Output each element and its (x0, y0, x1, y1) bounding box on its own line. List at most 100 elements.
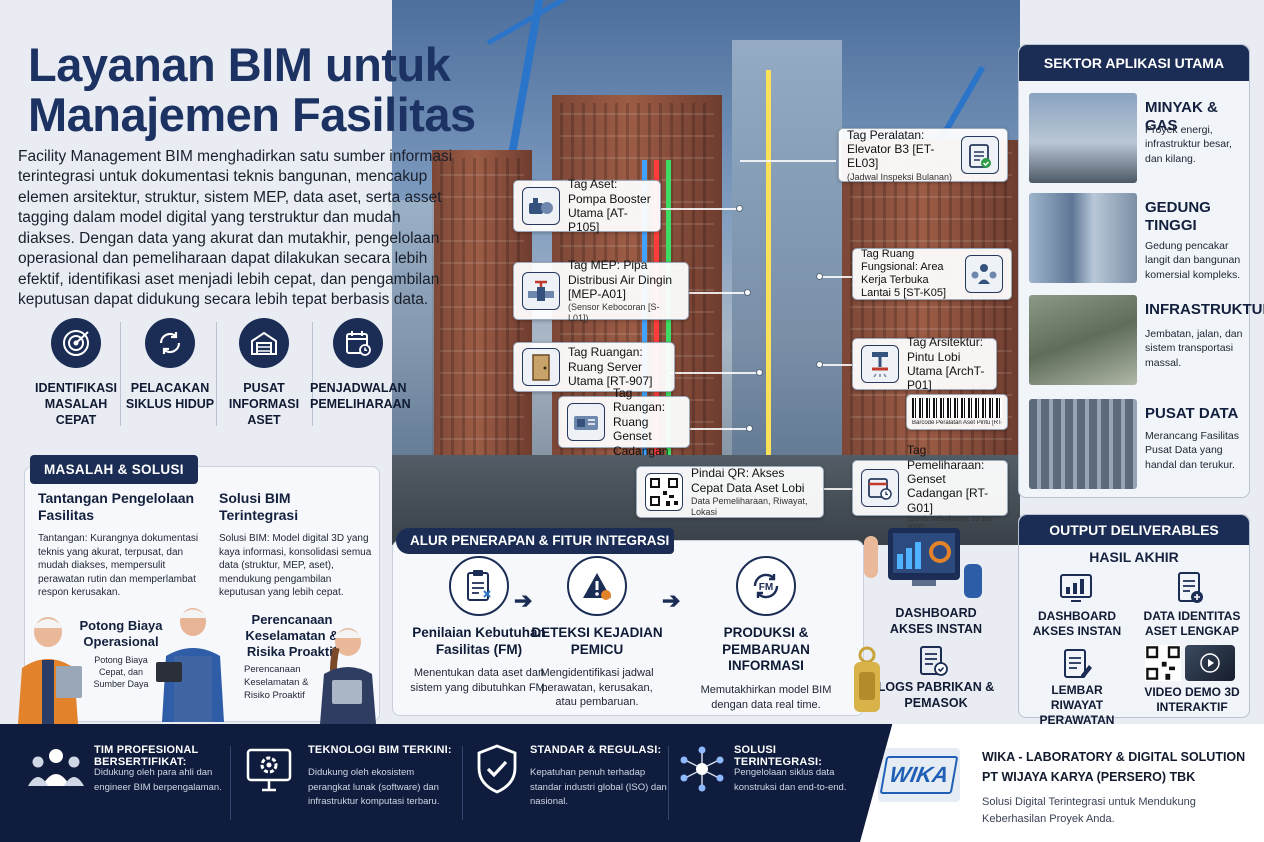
cost-title: Potong Biaya Operasional (79, 618, 163, 649)
video-play-icon[interactable] (1185, 645, 1235, 681)
architecture-tag-door[interactable]: Tag Arsitektur: Pintu Lobi Utama [ArchT-… (852, 335, 997, 393)
feature-label: PENJADWALAN PEMELIHARAAN (310, 381, 411, 411)
skyscraper-image (1029, 193, 1137, 283)
tag-fob-icon (850, 646, 884, 719)
challenge-title: Tantangan Pengelolaan Fasilitas (38, 490, 195, 524)
generator-icon (567, 403, 605, 441)
team-icon (965, 255, 1003, 293)
footer-item-team: TIM PROFESIONAL BERSERTIFIKAT: Didukung … (28, 724, 224, 842)
flow-step-assessment: Penilaian Kebutuhan Fasilitas (FM) Menen… (398, 556, 560, 695)
sector-name: MINYAK & GAS (1145, 99, 1218, 134)
dashboard-illustration (864, 528, 982, 598)
tag-text: Tag MEP: Pipa Distribusi Air Dingin [MEP… (568, 258, 673, 324)
tag-text: Tag Ruang Fungsional: Area Kerja Terbuka… (861, 247, 946, 300)
sector-desc: Jembatan, jalan, dan sistem transportasi… (1145, 328, 1243, 369)
step-text: Menentukan data aset dan sistem yang dib… (410, 667, 548, 694)
brand-block: WIKA WIKA - LABORATORY & DIGITAL SOLUTIO… (860, 724, 1264, 842)
engineer-illustration-right (320, 628, 376, 724)
history-sheet-icon (1061, 647, 1093, 686)
data-center-image (1029, 399, 1137, 489)
engineer-illustration-left (18, 617, 82, 724)
fm-label: FM (759, 582, 773, 593)
valve-icon (522, 272, 560, 310)
room-tag-genset[interactable]: Tag Ruangan: Ruang Genset Cadangan (558, 386, 690, 458)
target-icon (51, 318, 101, 368)
shield-check-icon (477, 744, 517, 794)
step-text: Mengidentifikasi jadwal perawatan, kerus… (540, 667, 654, 709)
footer-item-integrated: SOLUSI TERINTEGRASI: Pengelolaan siklus … (680, 724, 860, 842)
step-text: Memutakhirkan model BIM dengan data real… (700, 684, 832, 711)
logs-label: LOGS PABRIKAN & PEMASOK (877, 680, 995, 710)
arrow-right-icon: ➔ (514, 588, 533, 613)
cost-text: Potong Biaya Cepat, dan Sumber Daya (93, 655, 149, 690)
sector-infrastructure: INFRASTRUKTUR Jembatan, jalan, dan siste… (1029, 295, 1264, 393)
footer-title: TEKNOLOGI BIM TERKINI: (308, 744, 452, 756)
footer-item-technology: TEKNOLOGI BIM TERKINI: Didukung oleh eko… (246, 724, 456, 842)
brand-line2: PT WIJAYA KARYA (PERSERO) TBK (982, 770, 1196, 784)
dashboard-chart-icon (1059, 573, 1093, 608)
sectors-panel: SEKTOR APLIKASI UTAMA MINYAK & GAS Proye… (1018, 44, 1264, 498)
challenge-text: Tantangan: Kurangnya dokumentasi teknis … (38, 533, 199, 599)
step-title: PRODUKSI & PEMBARUAN INFORMASI (722, 625, 810, 674)
clipboard-icon (449, 556, 509, 616)
sector-name: GEDUNG TINGGI (1145, 199, 1211, 234)
problem-solution-tag: MASALAH & SOLUSI (30, 455, 198, 484)
refinery-image (1029, 93, 1137, 183)
mep-tag-pipe[interactable]: Tag MEP: Pipa Distribusi Air Dingin [MEP… (513, 258, 689, 323)
pump-icon (522, 187, 560, 225)
maintenance-tag-genset[interactable]: Tag Pemeliharaan: Genset Cadangan [RT-G0… (852, 443, 1008, 531)
sector-desc: Proyek energi, infrastruktur besar, dan … (1145, 124, 1232, 165)
sector-desc: Gedung pencakar langit dan bangunan kome… (1145, 240, 1241, 281)
output-item: DATA IDENTITAS ASET LENGKAP (1143, 609, 1241, 638)
bridge-image (1029, 295, 1137, 385)
warehouse-icon (239, 318, 289, 368)
barcode-caption: Barcode Peralatan Aset Pintu [RT-P01] (912, 420, 1002, 426)
logs-document-icon (916, 644, 950, 683)
intro-paragraph: Facility Management BIM menghadirkan sat… (18, 148, 453, 309)
tag-text: Tag Ruangan: Ruang Server Utama [RT-907] (568, 345, 653, 389)
feature-label: PELACAKAN SIKLUS HIDUP (125, 381, 215, 411)
feature-identification: IDENTIFIKASI MASALAH CEPAT (28, 316, 124, 428)
flow-step-trigger: DETEKSI KEJADIAN PEMICU Mengidentifikasi… (530, 556, 664, 709)
tag-text: Tag Aset: Pompa Booster Utama [AT-P105] (568, 177, 651, 235)
output-panel: OUTPUT DELIVERABLES HASIL AKHIR DASHBOAR… (1018, 514, 1250, 727)
tag-text: Tag Pemeliharaan: Genset Cadangan [RT-G0… (907, 443, 993, 532)
asset-tag-pump[interactable]: Tag Aset: Pompa Booster Utama [AT-P105] (513, 177, 661, 235)
feature-lifecycle: PELACAKAN SIKLUS HIDUP (122, 316, 218, 412)
cycle-icon (145, 318, 195, 368)
functional-space-tag[interactable]: Tag Ruang Fungsional: Area Kerja Terbuka… (852, 248, 1012, 300)
feature-asset-center: PUSAT INFORMASI ASET (216, 316, 312, 428)
computer-gear-icon (246, 748, 292, 792)
feature-label: IDENTIFIKASI MASALAH CEPAT (35, 381, 117, 427)
qr-code-icon (645, 473, 683, 511)
calendar-icon (333, 318, 383, 368)
tag-text: Tag Arsitektur: Pintu Lobi Utama [ArchT-… (907, 335, 985, 393)
sector-name: INFRASTRUKTUR (1145, 301, 1264, 318)
step-title: Penilaian Kebutuhan Fasilitas (FM) (412, 625, 546, 657)
flow-step-production: FM PRODUKSI & PEMBARUAN INFORMASI Memuta… (684, 556, 848, 712)
sector-name: PUSAT DATA (1145, 405, 1239, 422)
feature-label: PUSAT INFORMASI ASET (228, 381, 300, 427)
tag-text: Tag Ruangan: Ruang Genset Cadangan (613, 386, 669, 458)
sector-oil-gas: MINYAK & GAS Proyek energi, infrastruktu… (1029, 93, 1247, 191)
footer-text: Didukung oleh para ahli dan engineer BIM… (94, 767, 222, 793)
sector-high-rise: GEDUNG TINGGI Gedung pencakar langit dan… (1029, 193, 1247, 291)
dashboard-label: DASHBOARD AKSES INSTAN (889, 606, 983, 636)
fm-refresh-icon: FM (736, 556, 796, 616)
equipment-barcode[interactable]: Barcode Peralatan Aset Pintu [RT-P01] (906, 394, 1008, 430)
step-title: DETEKSI KEJADIAN PEMICU (531, 625, 663, 657)
sector-desc: Merancang Fasilitas Pusat Data yang hand… (1145, 430, 1239, 471)
equipment-tag-elevator[interactable]: Tag Peralatan: Elevator B3 [ET-EL03](Jad… (838, 128, 1008, 182)
footer-item-standard: STANDAR & REGULASI: Kepatuhan penuh terh… (476, 724, 676, 842)
footer-text: Kepatuhan penuh terhadap standar industr… (530, 767, 667, 808)
network-icon (680, 746, 724, 792)
footer-title: TIM PROFESIONAL BERSERTIFIKAT: (94, 744, 199, 768)
output-item: DASHBOARD AKSES INSTAN (1032, 609, 1122, 638)
footer-title: STANDAR & REGULASI: (530, 744, 662, 756)
team-icon (28, 749, 84, 786)
qr-code-icon (1145, 645, 1181, 686)
room-tag-server[interactable]: Tag Ruangan: Ruang Server Utama [RT-907] (513, 342, 675, 392)
tag-text: Tag Peralatan: Elevator B3 [ET-EL03](Jad… (847, 127, 953, 182)
